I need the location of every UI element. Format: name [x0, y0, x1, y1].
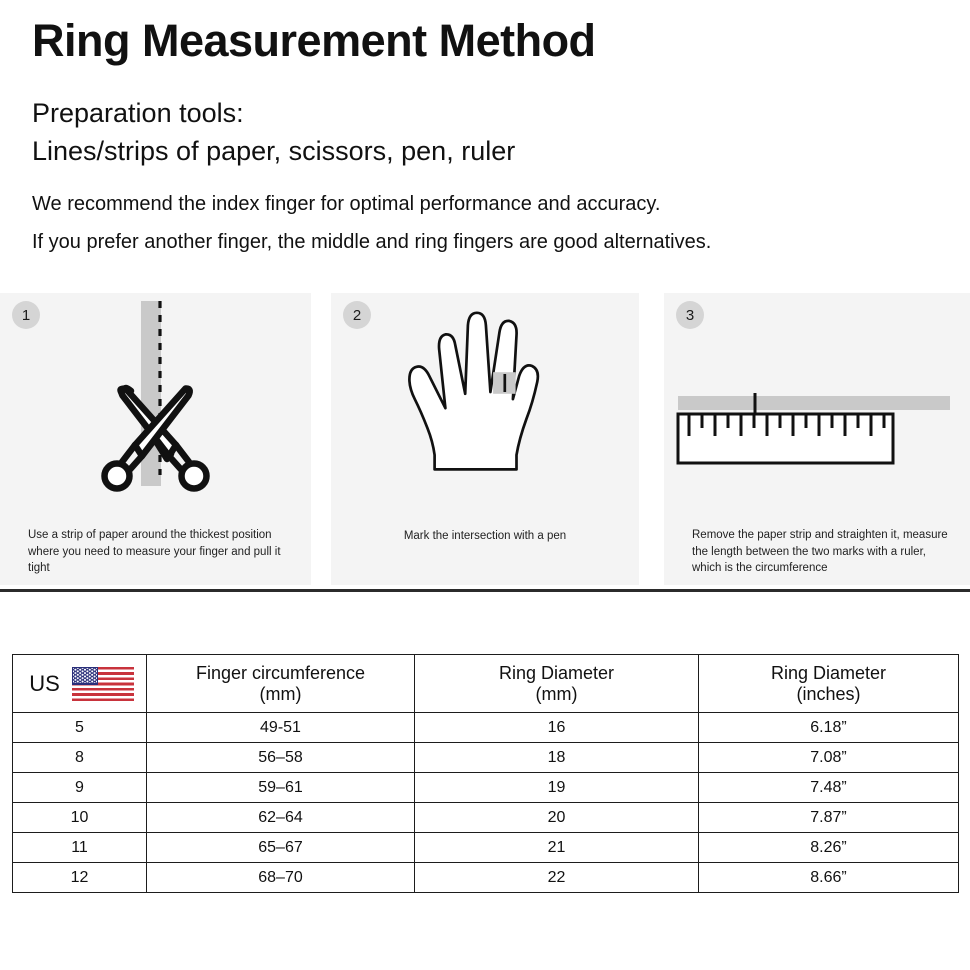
column-header-line-2: (mm) — [535, 683, 578, 704]
column-header-line-2: (mm) — [259, 683, 302, 704]
step-caption-2: Mark the intersection with a pen — [403, 530, 567, 543]
column-header-finger-circumference: Finger circumference (mm) — [146, 654, 415, 713]
step-panel-1: 1 — [0, 293, 311, 585]
us-label: US — [29, 670, 60, 696]
step-caption-3: Remove the paper strip and straighten it… — [692, 528, 948, 575]
section-divider — [0, 589, 970, 592]
cell-finger-circumference: 65–67 — [146, 832, 415, 863]
cell-ring-diameter-mm: 20 — [414, 802, 699, 833]
ring-size-table: US Finger circumference (mm) Ring Diamet… — [12, 654, 959, 893]
cell-ring-diameter-mm: 19 — [414, 772, 699, 803]
cell-finger-circumference: 56–58 — [146, 742, 415, 773]
preparation-tools-list: Lines/strips of paper, scissors, pen, ru… — [32, 136, 516, 166]
column-header-us: US — [12, 654, 147, 713]
step-caption-1: Use a strip of paper around the thickest… — [28, 528, 281, 575]
recommendation-line-2: If you prefer another finger, the middle… — [32, 231, 712, 253]
step-number-badge-1: 1 — [12, 301, 40, 329]
cell-ring-diameter-mm: 22 — [414, 862, 699, 893]
cell-ring-diameter-inches: 7.48” — [698, 772, 959, 803]
table-header-row: US Finger circumference (mm) Ring Diamet… — [12, 654, 959, 713]
cell-finger-circumference: 59–61 — [146, 772, 415, 803]
scissors-cutting-paper-strip-icon — [0, 293, 311, 518]
steps-container: 1 — [0, 293, 970, 585]
column-header-ring-diameter-inches: Ring Diameter (inches) — [698, 654, 959, 713]
cell-finger-circumference: 68–70 — [146, 862, 415, 893]
ruler-measuring-paper-strip-icon — [664, 293, 970, 518]
cell-finger-circumference: 49-51 — [146, 712, 415, 743]
us-flag-icon — [71, 666, 134, 701]
page-title: Ring Measurement Method — [32, 15, 596, 66]
step-panel-3: 3 — [664, 293, 970, 585]
column-header-line-1: Ring Diameter — [770, 662, 887, 683]
cell-us-size: 11 — [12, 832, 147, 863]
hand-with-paper-strip-on-finger-icon — [331, 293, 639, 518]
cell-ring-diameter-mm: 16 — [414, 712, 699, 743]
step-number-badge-3: 3 — [676, 301, 704, 329]
cell-ring-diameter-mm: 21 — [414, 832, 699, 863]
recommendation-line-1: We recommend the index finger for optima… — [32, 193, 661, 215]
column-header-line-1: Ring Diameter — [498, 662, 615, 683]
cell-ring-diameter-inches: 8.26” — [698, 832, 959, 863]
step-number-badge-2: 2 — [343, 301, 371, 329]
cell-ring-diameter-inches: 6.18” — [698, 712, 959, 743]
cell-ring-diameter-inches: 8.66” — [698, 862, 959, 893]
preparation-tools-label: Preparation tools: — [32, 98, 244, 128]
step-panel-2: 2 Mark the intersection with a pen — [331, 293, 639, 585]
column-header-line-2: (inches) — [796, 683, 861, 704]
cell-us-size: 8 — [12, 742, 147, 773]
column-header-ring-diameter-mm: Ring Diameter (mm) — [414, 654, 699, 713]
cell-ring-diameter-inches: 7.08” — [698, 742, 959, 773]
cell-us-size: 10 — [12, 802, 147, 833]
cell-ring-diameter-inches: 7.87” — [698, 802, 959, 833]
cell-us-size: 5 — [12, 712, 147, 743]
cell-finger-circumference: 62–64 — [146, 802, 415, 833]
column-header-line-1: Finger circumference — [195, 662, 366, 683]
cell-us-size: 9 — [12, 772, 147, 803]
cell-us-size: 12 — [12, 862, 147, 893]
cell-ring-diameter-mm: 18 — [414, 742, 699, 773]
